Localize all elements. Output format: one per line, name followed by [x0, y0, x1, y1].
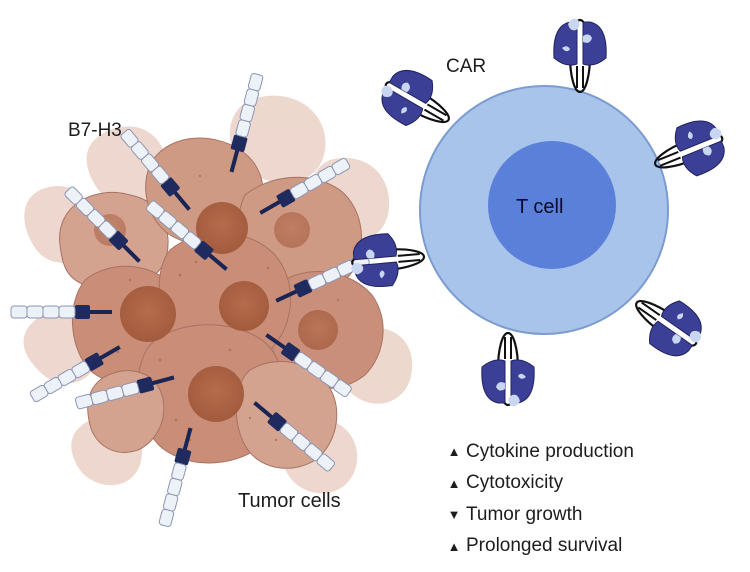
effect-item: ▼ Tumor growth	[446, 499, 634, 531]
tumor-nuclei	[94, 202, 338, 422]
up-arrow-icon: ▲	[447, 444, 461, 460]
effect-text: Tumor growth	[466, 503, 583, 525]
up-arrow-icon: ▲	[447, 475, 461, 491]
effect-item: ▲ Cytokine production	[446, 436, 634, 468]
down-arrow-icon: ▼	[447, 507, 461, 523]
tumor-halo	[23, 95, 413, 494]
effect-item: ▲ Cytotoxicity	[446, 468, 634, 500]
car	[552, 17, 608, 94]
effect-item: ▲ Prolonged survival	[446, 531, 634, 563]
tumor-cells-label: Tumor cells	[238, 490, 341, 512]
car	[480, 331, 536, 408]
up-arrow-icon: ▲	[447, 538, 461, 554]
b7h3-label: B7-H3	[68, 120, 122, 141]
t-cell	[419, 85, 669, 335]
t-cell-label: T cell	[516, 196, 564, 218]
effect-text: Cytotoxicity	[466, 472, 564, 494]
effects-list: ▲ Cytokine production ▲ Cytotoxicity ▼ T…	[446, 436, 634, 562]
car-label: CAR	[446, 56, 487, 77]
effect-text: Cytokine production	[466, 440, 634, 462]
effect-text: Prolonged survival	[466, 535, 623, 557]
